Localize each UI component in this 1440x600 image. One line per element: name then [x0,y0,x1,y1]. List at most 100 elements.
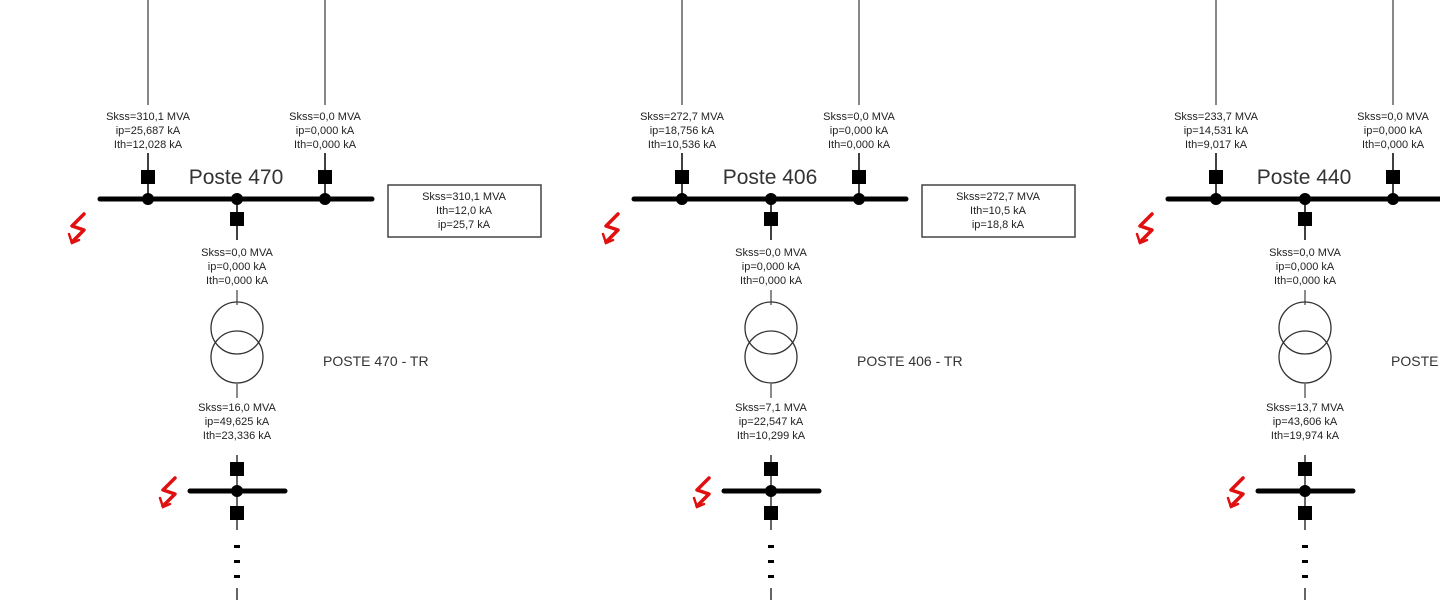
fault-icon [1229,476,1245,508]
transformer-hv-results-line: Ith=0,000 kA [740,275,803,287]
transformer-lv-results-line: Ith=19,974 kA [1271,430,1340,442]
outgoing-breaker-icon [230,506,244,520]
bus-node [676,193,688,205]
lv-breaker-icon [1298,462,1312,476]
feeder-right-results: Skss=0,0 MVA ip=0,000 kA Ith=0,000 kA [823,111,895,151]
fault-icon [70,212,86,244]
lv-breaker-icon [764,462,778,476]
summary-frame [921,184,1076,238]
transformer-lv-results-line: Skss=7,1 MVA [735,402,807,414]
transformer-winding-icon [744,330,798,384]
busbar-summary-results-line: ip=18,8 kA [972,219,1025,231]
transformer-winding-icon [210,301,264,355]
outgoing-breaker-icon [1298,506,1312,520]
feeder-right-results-line: ip=0,000 kA [830,125,889,137]
bus-node [1387,193,1399,205]
transformer-lv-results-line: Ith=23,336 kA [203,430,272,442]
bus-node [853,193,865,205]
transformer-winding-icon [210,330,264,384]
busbar-summary-results-line: ip=25,7 kA [438,219,491,231]
transformer-breaker-icon [230,212,244,226]
feeder-left-results-line: ip=18,756 kA [650,125,715,137]
bus-node [142,193,154,205]
feeder-right-results-line: Ith=0,000 kA [1362,139,1425,151]
feeder-right-results-line: Skss=0,0 MVA [289,111,361,123]
transformer-lv-results-line: Ith=10,299 kA [737,430,806,442]
feeder-left-results-line: Skss=233,7 MVA [1174,111,1259,123]
continuation-dot [234,545,240,548]
outgoing-breaker-icon [764,506,778,520]
summary-frame [387,184,542,238]
fault-arrow-icon [67,232,81,245]
continuation-dot [234,560,240,563]
feeder-right-results-line: Skss=0,0 MVA [823,111,895,123]
station-name: Poste 406 [723,166,818,189]
feeder-left-results-line: ip=14,531 kA [1184,125,1249,137]
transformer-lv-results-line: ip=22,547 kA [739,416,804,428]
transformer-winding-icon [744,301,798,355]
continuation-dot [1302,560,1308,563]
transformer-hv-results-line: Ith=0,000 kA [206,275,269,287]
continuation-dot [768,545,774,548]
bus-node [765,485,777,497]
transformer-hv-results-line: ip=0,000 kA [208,261,267,273]
fault-icon [695,476,711,508]
transformer-lv-results-line: Skss=13,7 MVA [1266,402,1344,414]
fault-icon [604,212,620,244]
transformer-lv-results: Skss=7,1 MVA ip=22,547 kA Ith=10,299 kA [735,402,807,442]
fault-arrow-icon [1135,232,1149,245]
station-3: Skss=233,7 MVA ip=14,531 kA Ith=9,017 kA Sk… [1135,0,1440,600]
transformer-breaker-icon [764,212,778,226]
fault-arrow-icon [1226,496,1240,509]
bus-node [319,193,331,205]
transformer-hv-results: Skss=0,0 MVA ip=0,000 kA Ith=0,000 kA [201,247,273,287]
feeder-breaker-icon [675,170,689,184]
fault-arrow-icon [158,496,172,509]
busbar-summary-results-line: Skss=310,1 MVA [422,191,507,203]
transformer-lv-results: Skss=13,7 MVA ip=43,606 kA Ith=19,974 kA [1266,402,1344,442]
feeder-right-results-line: ip=0,000 kA [1364,125,1423,137]
feeder-right-results-line: Skss=0,0 MVA [1357,111,1429,123]
transformer-winding-icon [1278,330,1332,384]
transformer-label: POSTE 406 - TR [857,353,963,369]
transformer-hv-results-line: Skss=0,0 MVA [201,247,273,259]
station-name: Poste 440 [1257,166,1352,189]
feeder-right-results-line: ip=0,000 kA [296,125,355,137]
continuation-dot [1302,575,1308,578]
feeder-left-results-line: Skss=272,7 MVA [640,111,725,123]
feeder-left-results-line: Ith=10,536 kA [648,139,717,151]
feeder-left-results-line: Skss=310,1 MVA [106,111,191,123]
feeder-breaker-icon [1209,170,1223,184]
fault-icon [1138,212,1154,244]
feeder-right-results-line: Ith=0,000 kA [828,139,891,151]
transformer-label: POSTE 470 - TR [323,353,429,369]
transformer-hv-results-line: Skss=0,0 MVA [735,247,807,259]
feeder-breaker-icon [141,170,155,184]
continuation-dot [1302,545,1308,548]
continuation-dot [768,560,774,563]
fault-arrow-icon [601,232,615,245]
fault-icon [161,476,177,508]
lv-breaker-icon [230,462,244,476]
bus-node [231,485,243,497]
transformer-hv-results-line: Ith=0,000 kA [1274,275,1337,287]
busbar-summary-results-line: Ith=10,5 kA [970,205,1027,217]
fault-arrow-icon [692,496,706,509]
transformer-breaker-icon [1298,212,1312,226]
feeder-left-results: Skss=272,7 MVA ip=18,756 kA Ith=10,536 kA [640,111,725,151]
feeder-left-results-line: Ith=12,028 kA [114,139,183,151]
busbar-summary-results: Skss=310,1 MVA Ith=12,0 kA ip=25,7 kA [422,191,507,231]
busbar-summary-results-line: Ith=12,0 kA [436,205,493,217]
transformer-lv-results-line: Skss=16,0 MVA [198,402,276,414]
feeder-left-results-line: Ith=9,017 kA [1185,139,1248,151]
transformer-lv-results-line: ip=43,606 kA [1273,416,1338,428]
